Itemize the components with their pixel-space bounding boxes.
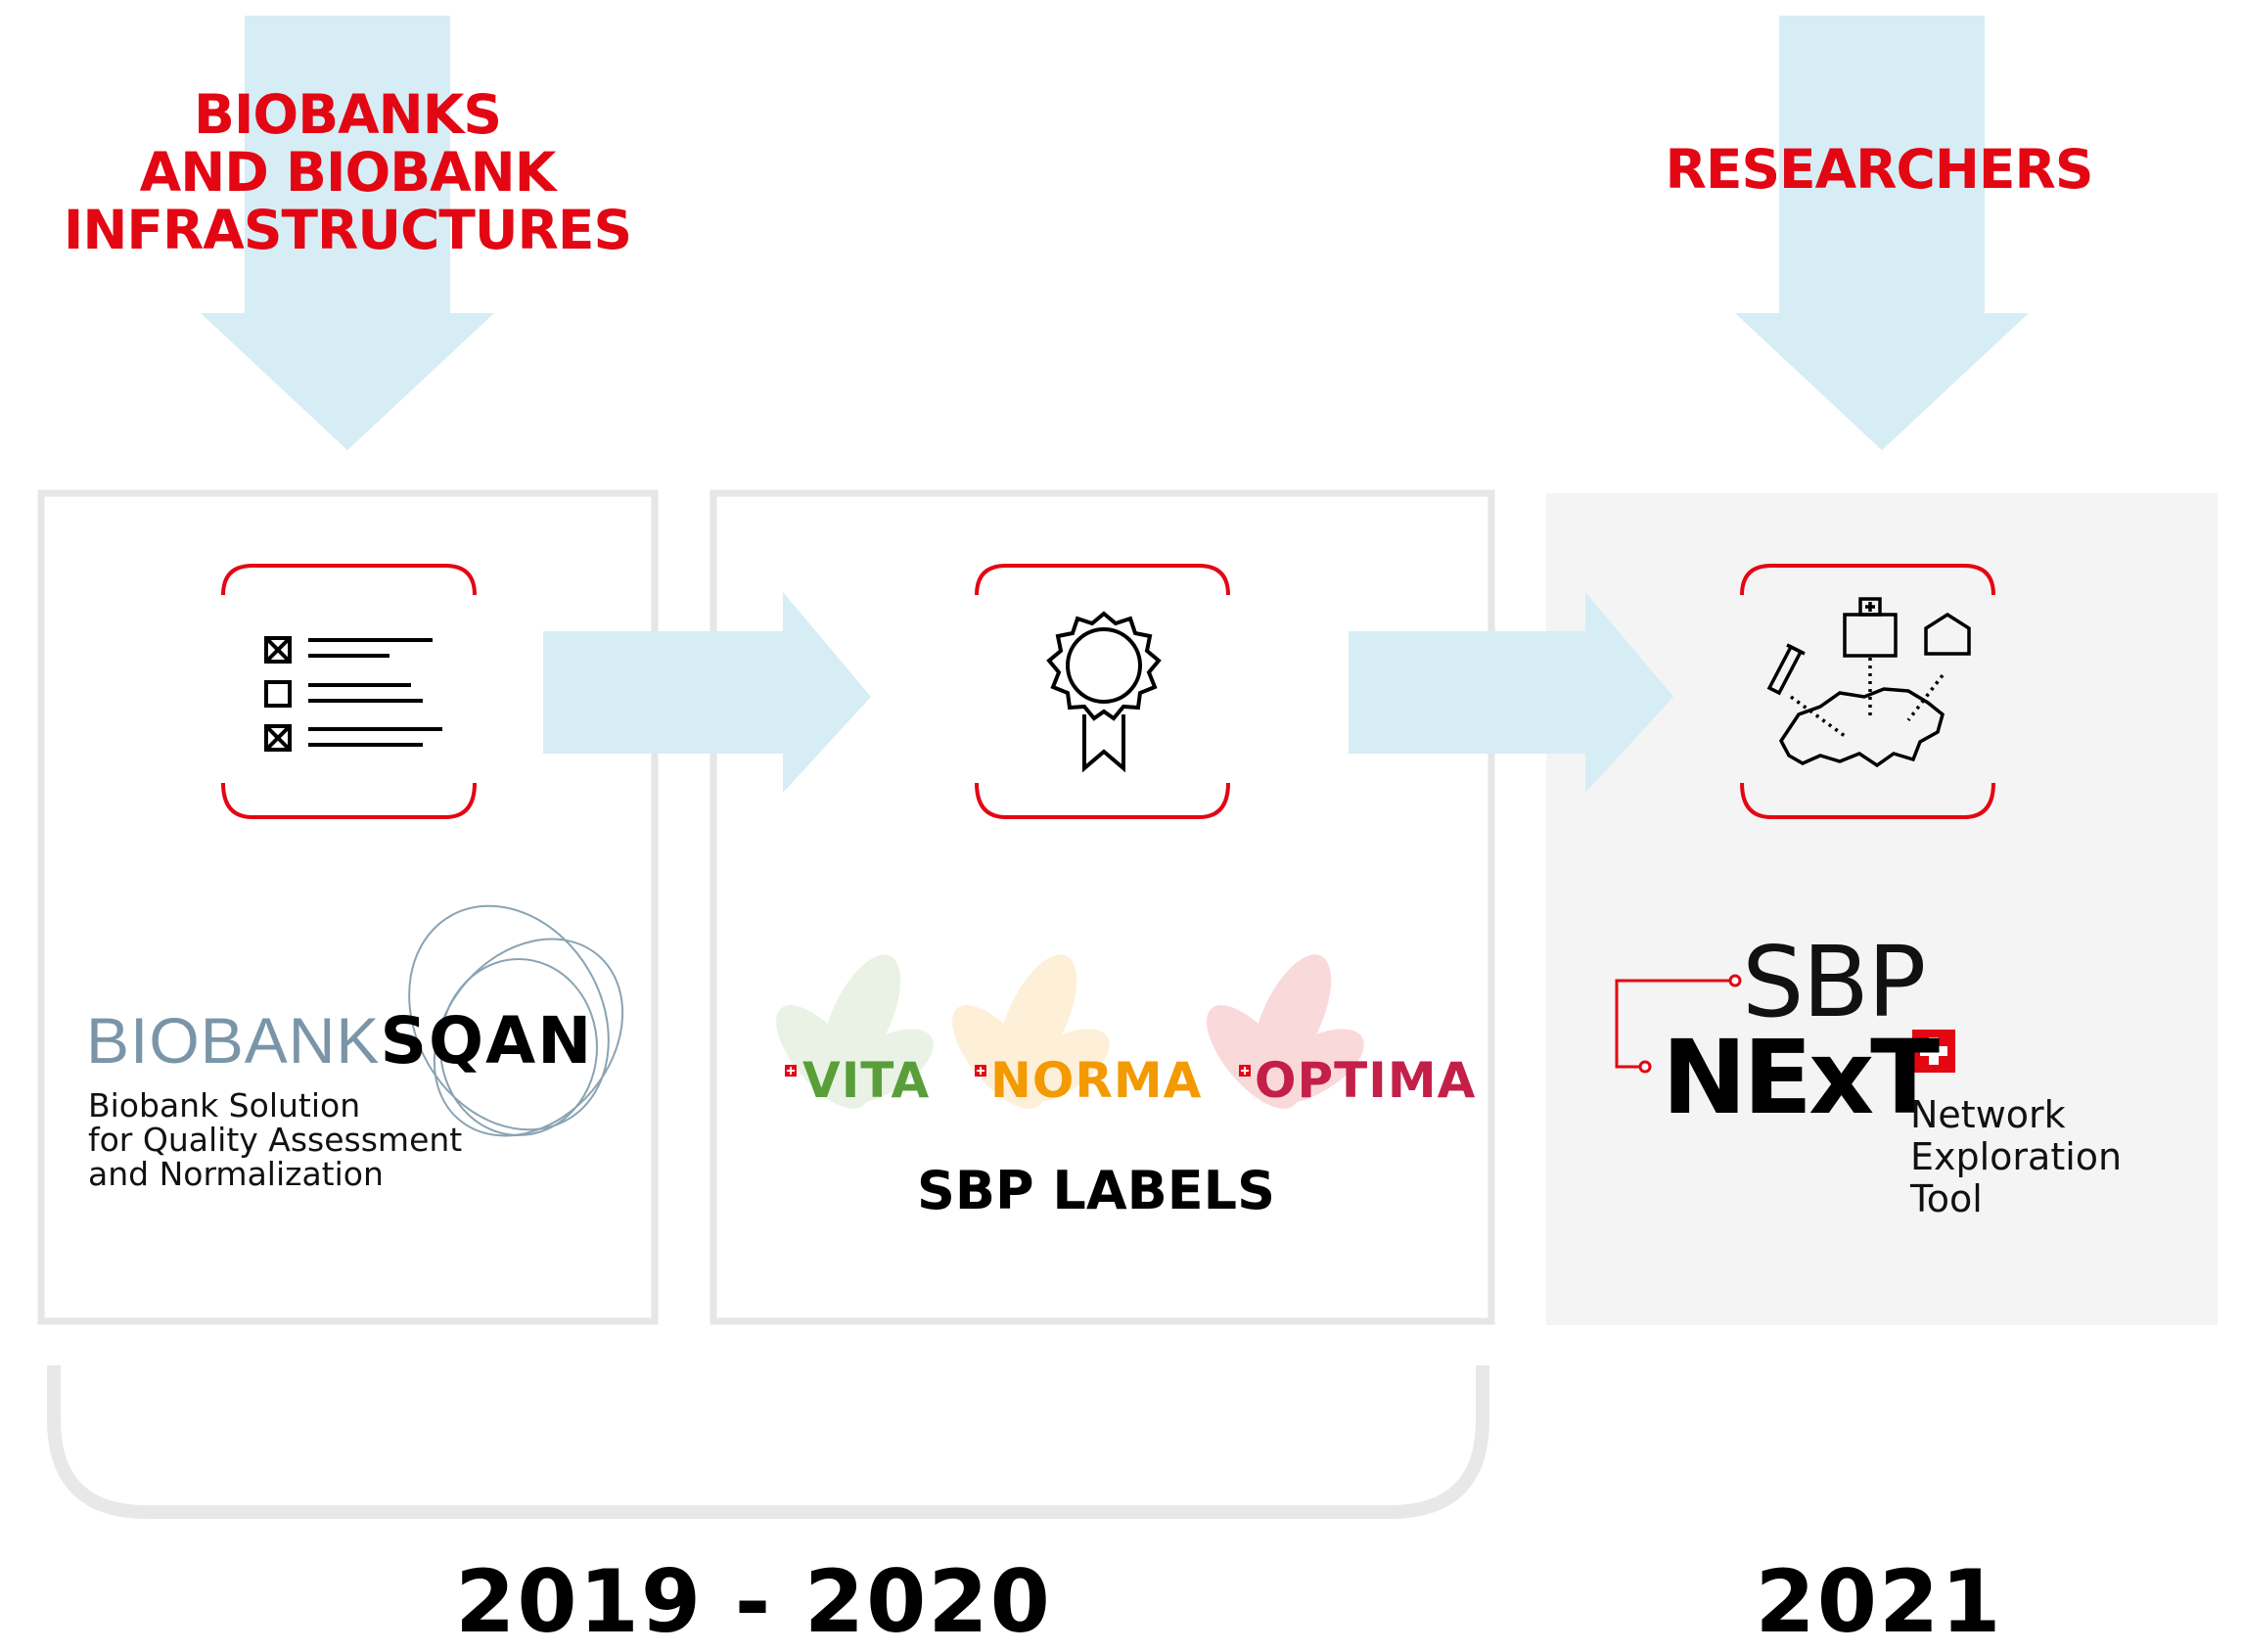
next-sbp-wordmark: SBP: [1742, 925, 1926, 1039]
biobanks-audience-label: BIOBANKS AND BIOBANK INFRASTRUCTURES: [63, 83, 632, 261]
next-circuit-graphic: [1615, 974, 1742, 1074]
down-arrow-researchers: [1735, 16, 2029, 450]
norma-leaf-graphic: [952, 954, 1110, 1109]
panel-next: [1546, 493, 2218, 1325]
swiss-cross-icon: [785, 1065, 1251, 1077]
panel-sqan: [37, 489, 659, 1325]
sqan-wordmark-bold: SQAN: [380, 1003, 594, 1078]
label-vita: VITA: [802, 1052, 931, 1109]
sqan-description: Biobank Solution for Quality Assessment …: [88, 1086, 463, 1193]
year-2019-2020: 2019 - 2020: [455, 1551, 1052, 1652]
next-swiss-cross-icon: [1912, 1030, 1955, 1073]
right-arrow-1: [543, 592, 871, 793]
year-2021: 2021: [1755, 1551, 2003, 1652]
right-arrow-2: [1349, 592, 1673, 793]
vita-leaf-graphic: [776, 954, 934, 1109]
award-rosette-icon: [1046, 611, 1162, 773]
label-norma: NORMA: [990, 1052, 1203, 1109]
researchers-audience-label: RESEARCHERS: [1665, 138, 2094, 201]
sbp-labels-caption: SBP LABELS: [917, 1160, 1275, 1221]
switzerland-network-icon: [1766, 597, 1971, 768]
down-arrow-biobanks: [201, 16, 494, 450]
sqan-wordmark-thin: BIOBANK: [86, 1004, 381, 1077]
sqan-orbit-graphic: [408, 904, 624, 1137]
label-optima: OPTIMA: [1255, 1052, 1477, 1109]
checklist-icon: [264, 636, 442, 752]
timeline-bracket: [47, 1365, 1489, 1519]
sqan-wordmark: BIOBANKSQAN: [86, 1008, 593, 1074]
optima-leaf-graphic: [1207, 954, 1364, 1109]
next-name-wordmark: NExT: [1662, 1018, 1940, 1137]
next-description: Network Exploration Tool: [1910, 1093, 2123, 1220]
